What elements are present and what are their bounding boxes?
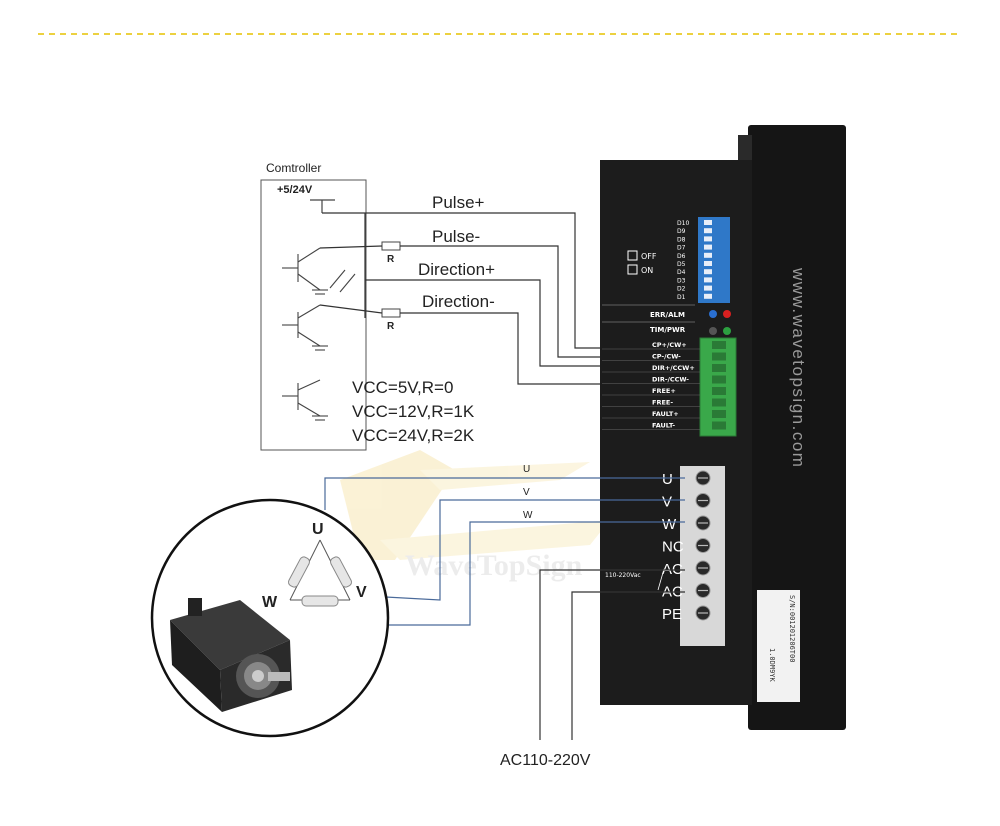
vcc-note-3: VCC=24V,R=2K [352,426,475,445]
power-terminal-label: V [662,494,672,511]
controller-title: Comtroller [266,161,321,175]
motor-body [170,598,292,712]
signal-terminal-screw [712,410,726,418]
dip-switch-label: D10 [677,220,689,227]
dip-switch-label: D3 [677,277,686,284]
dip-switch-label: D2 [677,286,686,293]
motor-label-u: U [312,521,324,538]
dip-switch-label: D8 [677,236,686,243]
motor-illustration: U V W [150,498,390,738]
phase-wire-label-v: V [523,487,530,498]
motor-label-w: W [262,594,278,611]
signal-terminal-screw [712,421,726,430]
signal-terminal-label: DIR+/CCW+ [652,364,695,372]
signal-terminal-label: DIR-/CCW- [652,376,689,384]
dip-switch-slot [704,228,712,234]
ac-input-label: AC110-220V [500,752,591,769]
dip-on-label: ON [641,266,653,275]
status-label-err-alm: ERR/ALM [650,311,685,319]
resistor-1-label: R [387,254,395,265]
led-gray [709,327,717,335]
signal-terminal-label: CP-/CW- [652,353,681,361]
driver-top-bracket [738,135,752,165]
led-red [723,310,731,318]
signal-terminal-screw [712,341,726,349]
jumper-symbol [329,269,356,293]
resistor-2 [381,308,401,318]
dip-switch-slot [704,220,712,225]
signal-terminal-label: CP+/CW+ [652,341,687,349]
controller-box [260,179,367,451]
signal-terminal-screw [712,364,726,372]
controller-block: Comtroller +5/24V [260,161,475,451]
phase-wire-label-w: W [523,510,533,521]
vcc-note-2: VCC=12V,R=1K [352,402,475,421]
website-text: www.wavetopsign.com [789,267,808,468]
dip-switch-label: D5 [677,261,686,268]
watermark-logo: WaveTopSign [340,450,610,582]
serial-text: S/N:001201206T00 [788,595,796,662]
signal-label-direction-minus: Direction- [422,292,495,311]
power-terminal-label: NC [662,539,684,556]
driver-back-fin [748,125,846,730]
power-terminal-label: W [662,516,677,533]
signal-terminal-label: FAULT+ [652,410,679,418]
ac-range-label: 110-220Vac [605,572,641,579]
dip-switch-slot [704,261,712,266]
transistor-3-symbol [282,379,328,421]
motor-label-v: V [356,584,367,601]
signal-terminal-screw [712,398,726,407]
serial-text-2: 1.0DM9YK [768,648,776,683]
dip-switch-slot [704,277,712,283]
controller-supply-label: +5/24V [277,184,313,196]
transistor-1-symbol [282,247,328,295]
signal-terminal-screw [712,387,726,395]
watermark-text: WaveTopSign [405,549,583,582]
dip-switch-label: D6 [677,253,686,260]
phase-wire-label-u: U [523,464,530,475]
signal-label-pulse-minus: Pulse- [432,227,480,246]
power-terminal-label: PE [662,606,682,623]
resistor-1 [381,241,401,251]
serial-sticker [757,590,800,702]
dip-switch-slot [704,252,712,258]
power-terminal-label: U [662,471,673,488]
dip-switch-label: D7 [677,245,686,252]
signal-terminal-label: FREE- [652,399,673,407]
signal-terminal-label: FREE+ [652,387,676,395]
dip-switch-slot [704,269,712,275]
dip-off-label: OFF [641,252,657,261]
signal-terminal-screw [712,375,726,384]
dip-switch-slot [704,236,712,242]
dip-switch-label: D1 [677,294,686,301]
dip-switch-slot [704,285,712,291]
dip-switch-label: D9 [677,228,686,235]
dip-switch-slot [704,293,712,299]
vcc-note-1: VCC=5V,R=0 [352,378,453,397]
resistor-2-label: R [387,321,395,332]
transistor-2-symbol [282,304,328,351]
dip-switch-slot [704,244,712,250]
status-label-tim-pwr: TIM/PWR [650,326,686,334]
led-green [723,327,731,335]
led-blue [709,310,717,318]
signal-terminal-label: FAULT- [652,422,675,430]
signal-terminal-screw [712,352,726,361]
signal-label-pulse-plus: Pulse+ [432,193,485,212]
ac-input-wires [539,569,685,740]
dip-switch-label: D4 [677,269,686,276]
signal-label-direction-plus: Direction+ [418,260,495,279]
